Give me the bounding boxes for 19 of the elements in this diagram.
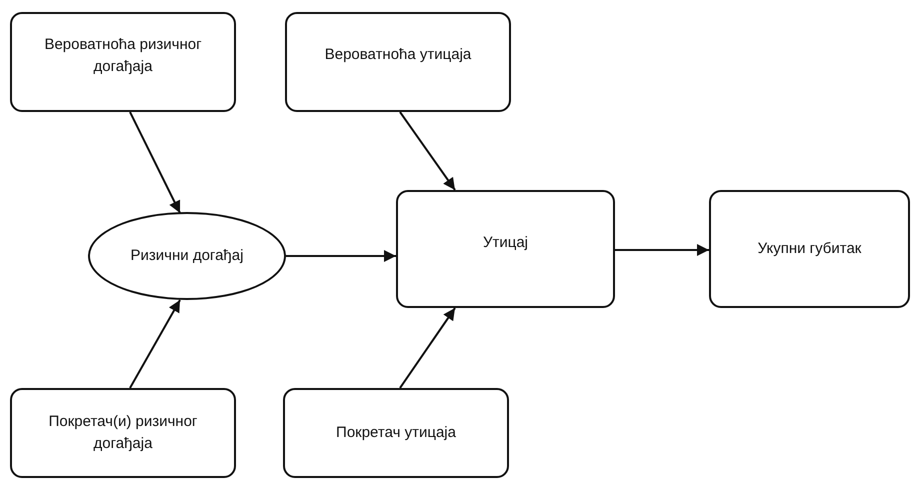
node-label: Покретач утицаја (336, 423, 456, 444)
process-box (10, 12, 236, 112)
arrow (129, 300, 181, 388)
node-label: Утицај (482, 233, 528, 254)
arrow (399, 111, 456, 191)
node-label: Укупни губитак (758, 239, 862, 260)
process-box (283, 388, 509, 478)
node-label: Ризични догађај (130, 246, 244, 266)
process-box (10, 388, 236, 478)
process-box (285, 12, 511, 112)
arrow (615, 244, 709, 256)
arrow (129, 112, 181, 214)
process-box (709, 190, 910, 308)
node-label: Вероватноћа ризичног догађаја (43, 35, 203, 77)
node-label: Покретач(и) ризичног догађаја (48, 412, 198, 454)
arrow (399, 307, 456, 389)
arrow (286, 250, 396, 262)
node-label: Вероватноћа утицаја (324, 45, 472, 66)
process-box (396, 190, 615, 308)
